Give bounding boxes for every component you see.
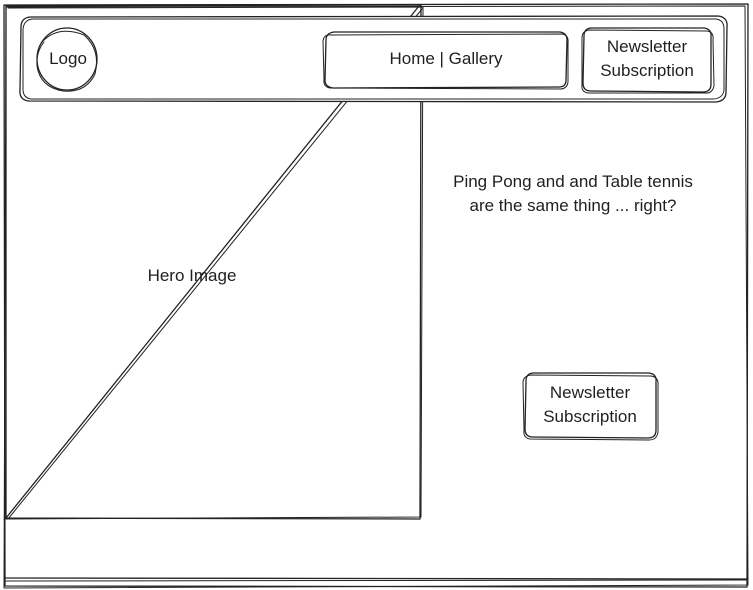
newsletter-subscription-button-content[interactable]: Newsletter Subscription (543, 383, 637, 426)
newsletter-subscription-button-header[interactable]: Newsletter Subscription (600, 37, 694, 80)
logo[interactable]: Logo (49, 49, 87, 68)
nav-links[interactable]: Home | Gallery (389, 49, 503, 68)
tagline-text: Ping Pong and and Table tennis are the s… (453, 172, 693, 215)
subscribe-top-outline (581, 27, 715, 94)
header-bar (19, 15, 728, 103)
hero-image-label: Hero Image (147, 266, 237, 285)
footer-divider (4, 577, 749, 582)
nav-box-outline (322, 31, 569, 90)
subscribe-bottom-outline (522, 372, 659, 441)
page-frame (3, 3, 749, 589)
logo-circle (36, 27, 98, 92)
